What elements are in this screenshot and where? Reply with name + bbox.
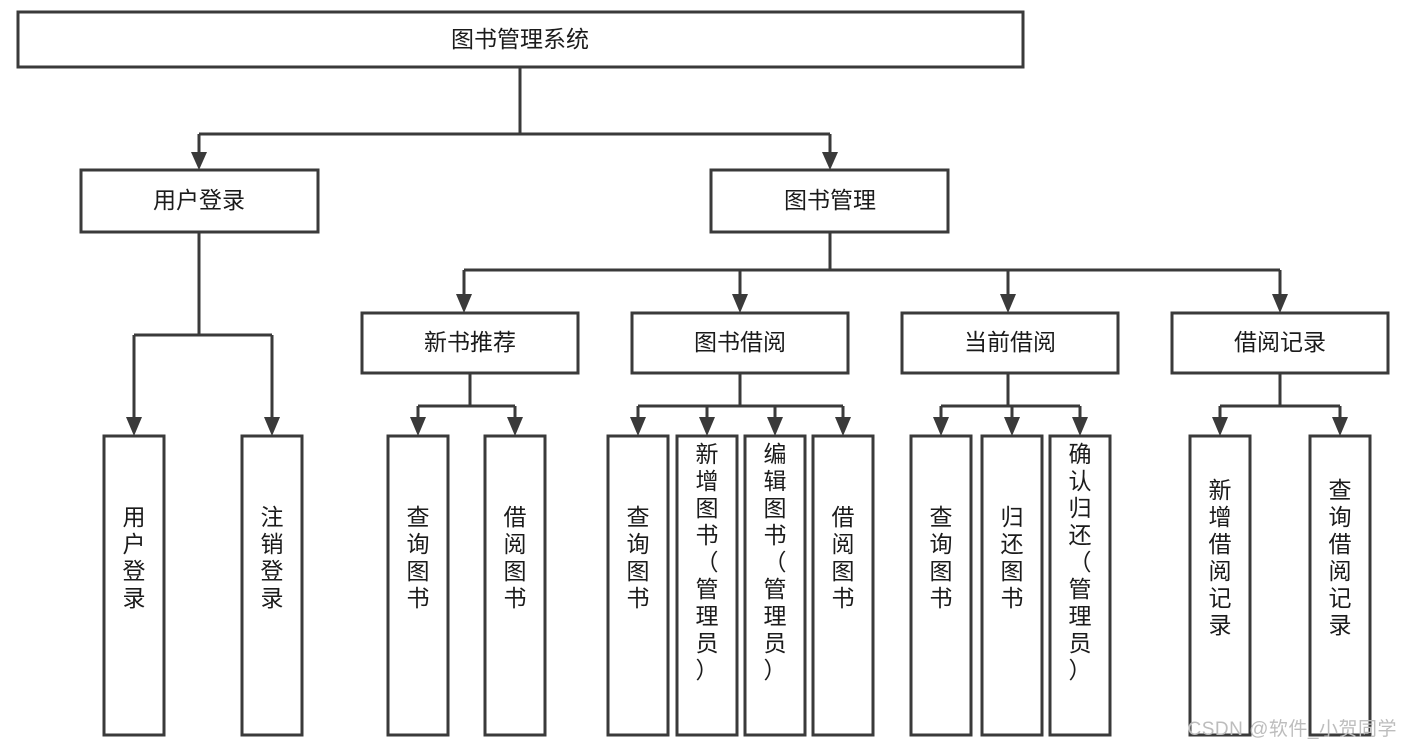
node-root-system-box	[16, 10, 1025, 69]
leaf-cb-confirm-return[interactable]: 确认归还（管理员）	[1048, 434, 1112, 737]
leaf-bb-add-book[interactable]: 新增图书（管理员）	[675, 434, 739, 737]
node-root-system[interactable]: 图书管理系统	[16, 10, 1025, 69]
arrow-head-borrow-record	[1272, 294, 1288, 313]
node-book-management[interactable]: 图书管理	[709, 168, 950, 234]
leaf-cb-query-book-box	[909, 434, 973, 737]
node-new-book-recommend[interactable]: 新书推荐	[360, 311, 580, 375]
arrow-head-br-query-record	[1332, 417, 1348, 436]
leaf-bb-edit-book-label: 编辑图书（管理员）	[764, 441, 787, 683]
leaf-nb-borrow-book[interactable]: 借阅图书	[483, 434, 547, 737]
leaf-nb-query-book-box	[386, 434, 450, 737]
arrow-head-br-add-record	[1212, 417, 1228, 436]
leaf-bb-borrow-book[interactable]: 借阅图书	[811, 434, 875, 737]
arrow-head-nb-borrow-book	[507, 417, 523, 436]
node-root-system-label: 图书管理系统	[451, 26, 589, 52]
arrow-head-current-borrow	[1000, 294, 1016, 313]
leaf-br-add-record-box	[1188, 434, 1252, 737]
leaf-nb-borrow-book-box	[483, 434, 547, 737]
leaf-logout-label: 注销登录	[261, 504, 284, 611]
leaf-nb-query-book-label: 查询图书	[407, 504, 430, 611]
leaf-cb-confirm-return-box	[1048, 434, 1112, 737]
leaf-bb-borrow-book-box	[811, 434, 875, 737]
node-new-book-recommend-box	[360, 311, 580, 375]
node-borrow-record-label: 借阅记录	[1234, 329, 1326, 355]
leaf-bb-query-book[interactable]: 查询图书	[606, 434, 670, 737]
leaf-nb-query-book[interactable]: 查询图书	[386, 434, 450, 737]
node-new-book-recommend-label: 新书推荐	[424, 329, 516, 355]
leaf-bb-add-book-label: 新增图书（管理员）	[696, 441, 719, 683]
leaf-bb-edit-book[interactable]: 编辑图书（管理员）	[743, 434, 807, 737]
leaf-cb-query-book-label: 查询图书	[930, 504, 953, 611]
arrow-head-leaf-logout	[264, 417, 280, 436]
leaf-cb-confirm-return-label: 确认归还（管理员）	[1069, 441, 1092, 683]
arrow-head-leaf-user-login	[126, 417, 142, 436]
arrow-head-cb-confirm-return	[1072, 417, 1088, 436]
leaf-bb-add-book-box	[675, 434, 739, 737]
leaf-bb-borrow-book-label: 借阅图书	[832, 504, 855, 611]
arrow-head-bb-borrow-book	[835, 417, 851, 436]
arrow-head-borrow-book	[732, 294, 748, 313]
arrow-head-bb-edit-book	[767, 417, 783, 436]
arrow-head-bb-add-book	[699, 417, 715, 436]
leaf-user-login-box	[102, 434, 166, 737]
leaf-logout-box	[240, 434, 304, 737]
leaf-bb-query-book-label: 查询图书	[627, 504, 650, 611]
arrow-head-nb-query-book	[410, 417, 426, 436]
leaf-user-login[interactable]: 用户登录	[102, 434, 166, 737]
leaf-user-login-label: 用户登录	[123, 504, 146, 611]
arrow-head-cb-return-book	[1004, 417, 1020, 436]
leaf-br-add-record[interactable]: 新增借阅记录	[1188, 434, 1252, 737]
leaf-logout[interactable]: 注销登录	[240, 434, 304, 737]
leaf-cb-query-book[interactable]: 查询图书	[909, 434, 973, 737]
leaf-cb-return-book[interactable]: 归还图书	[980, 434, 1044, 737]
node-book-borrow-box	[630, 311, 850, 375]
leaf-bb-query-book-box	[606, 434, 670, 737]
node-user-login-box	[79, 168, 320, 234]
leaf-br-query-record-box	[1308, 434, 1372, 737]
arrow-head-book-mgmt	[822, 152, 838, 170]
arrow-head-user-login	[191, 152, 207, 170]
arrow-head-bb-query-book	[630, 417, 646, 436]
csdn-watermark: CSDN @软件_小贺同学	[1187, 719, 1397, 740]
leaf-br-add-record-label: 新增借阅记录	[1209, 477, 1232, 638]
node-user-login-label: 用户登录	[153, 187, 245, 213]
node-book-management-box	[709, 168, 950, 234]
leaf-nb-borrow-book-label: 借阅图书	[504, 504, 527, 611]
node-book-management-label: 图书管理	[784, 187, 876, 213]
leaf-br-query-record[interactable]: 查询借阅记录	[1308, 434, 1372, 737]
node-user-login[interactable]: 用户登录	[79, 168, 320, 234]
node-book-borrow-label: 图书借阅	[694, 329, 786, 355]
arrow-head-cb-query-book	[933, 417, 949, 436]
node-current-borrow[interactable]: 当前借阅	[900, 311, 1120, 375]
leaf-cb-return-book-label: 归还图书	[1001, 504, 1024, 611]
node-borrow-record[interactable]: 借阅记录	[1170, 311, 1390, 375]
leaf-cb-return-book-box	[980, 434, 1044, 737]
arrow-head-new-book	[456, 294, 472, 313]
connector-layer	[126, 67, 1348, 436]
leaf-bb-edit-book-box	[743, 434, 807, 737]
node-current-borrow-label: 当前借阅	[964, 329, 1056, 355]
leaf-br-query-record-label: 查询借阅记录	[1329, 477, 1352, 638]
node-book-borrow[interactable]: 图书借阅	[630, 311, 850, 375]
node-borrow-record-box	[1170, 311, 1390, 375]
node-current-borrow-box	[900, 311, 1120, 375]
